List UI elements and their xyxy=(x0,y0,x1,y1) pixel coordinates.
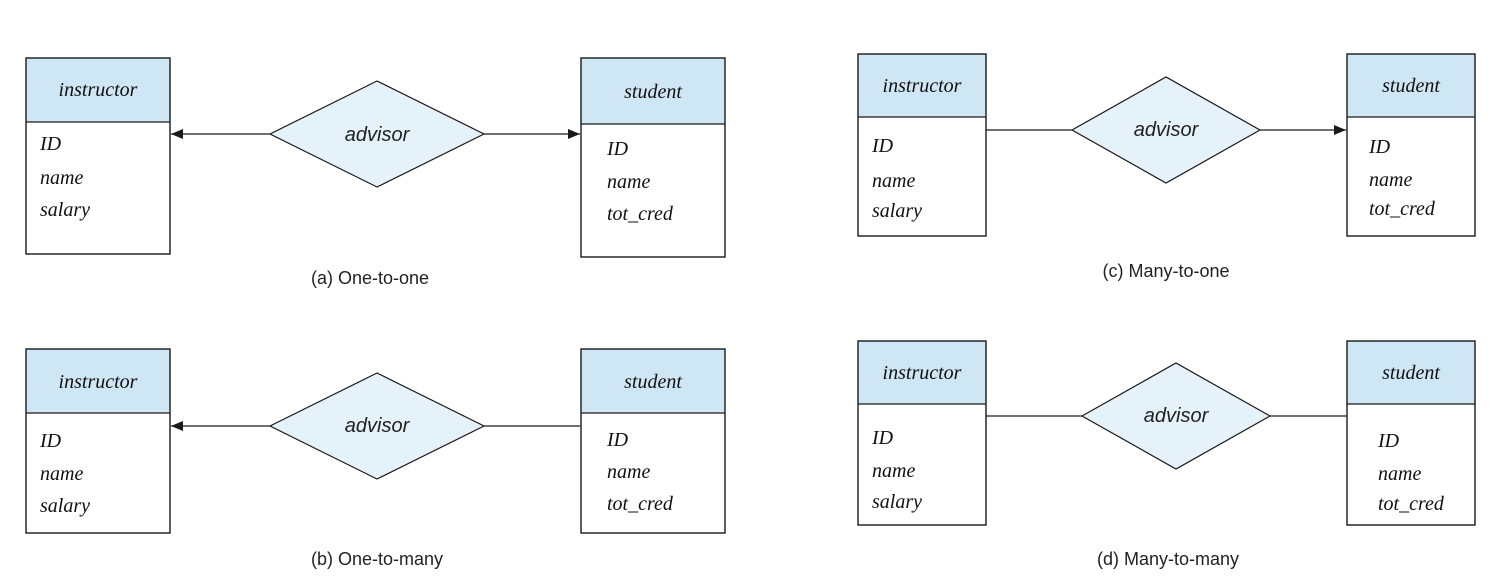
entity-attribute: salary xyxy=(40,199,90,221)
entity-attribute: name xyxy=(1378,463,1421,485)
relationship-advisor: advisor xyxy=(268,80,486,188)
entity-attribute: salary xyxy=(872,491,922,513)
relationship-label: advisor xyxy=(1134,119,1200,141)
entity-attribute: tot_cred xyxy=(607,493,674,515)
entity-attribute: tot_cred xyxy=(607,203,674,225)
relationship-label: advisor xyxy=(345,415,411,437)
arrowhead-left xyxy=(171,421,183,431)
entity-attribute: ID xyxy=(871,135,894,157)
entity-title: student xyxy=(1382,75,1440,97)
entity-attribute: name xyxy=(872,460,915,482)
entity-student: student ID name tot_cred xyxy=(580,348,726,534)
panel-caption: (a) One-to-one xyxy=(311,268,429,288)
arrowhead-right xyxy=(568,129,580,139)
relationship-advisor: advisor xyxy=(1070,76,1262,184)
panel-caption: (c) Many-to-one xyxy=(1102,261,1229,281)
entity-attribute: name xyxy=(607,461,650,483)
entity-student: student ID name tot_cred xyxy=(1346,53,1476,237)
relationship-label: advisor xyxy=(345,124,411,146)
panel-caption: (d) Many-to-many xyxy=(1097,549,1239,569)
entity-attribute: name xyxy=(872,170,915,192)
panel-b: instructor ID name salary advisor studen… xyxy=(25,348,726,569)
entity-title: instructor xyxy=(883,75,962,97)
entity-attribute: ID xyxy=(606,138,629,160)
entity-title: instructor xyxy=(59,79,138,101)
entity-instructor: instructor ID name salary xyxy=(857,53,987,237)
entity-student: student ID name tot_cred xyxy=(580,57,726,258)
entity-title: student xyxy=(624,81,682,103)
entity-attribute: salary xyxy=(40,495,90,517)
entity-attribute: ID xyxy=(39,430,62,452)
entity-attribute: ID xyxy=(39,133,62,155)
entity-title: instructor xyxy=(883,362,962,384)
relationship-advisor: advisor xyxy=(1080,362,1272,470)
entity-title: student xyxy=(1382,362,1440,384)
entity-attribute: name xyxy=(607,171,650,193)
entity-instructor: instructor ID name salary xyxy=(857,340,987,526)
entity-attribute: salary xyxy=(872,200,922,222)
entity-attribute: ID xyxy=(1368,136,1391,158)
arrowhead-left xyxy=(171,129,183,139)
entity-attribute: tot_cred xyxy=(1369,198,1436,220)
panel-c: instructor ID name salary advisor studen… xyxy=(857,53,1476,281)
panel-d: instructor ID name salary advisor studen… xyxy=(857,340,1476,569)
relationship-label: advisor xyxy=(1144,405,1210,427)
panel-a: instructor ID name salary advisor studen… xyxy=(25,57,726,288)
entity-title: instructor xyxy=(59,371,138,393)
entity-attribute: name xyxy=(40,167,83,189)
entity-attribute: name xyxy=(40,463,83,485)
panel-caption: (b) One-to-many xyxy=(311,549,443,569)
arrowhead-right xyxy=(1334,125,1346,135)
entity-attribute: ID xyxy=(1377,430,1400,452)
entity-attribute: ID xyxy=(871,427,894,449)
entity-attribute: name xyxy=(1369,169,1412,191)
entity-student: student ID name tot_cred xyxy=(1346,340,1476,526)
entity-instructor: instructor ID name salary xyxy=(25,57,171,255)
entity-attribute: tot_cred xyxy=(1378,493,1445,515)
entity-instructor: instructor ID name salary xyxy=(25,348,171,534)
entity-attribute: ID xyxy=(606,429,629,451)
entity-title: student xyxy=(624,371,682,393)
relationship-advisor: advisor xyxy=(268,372,486,480)
